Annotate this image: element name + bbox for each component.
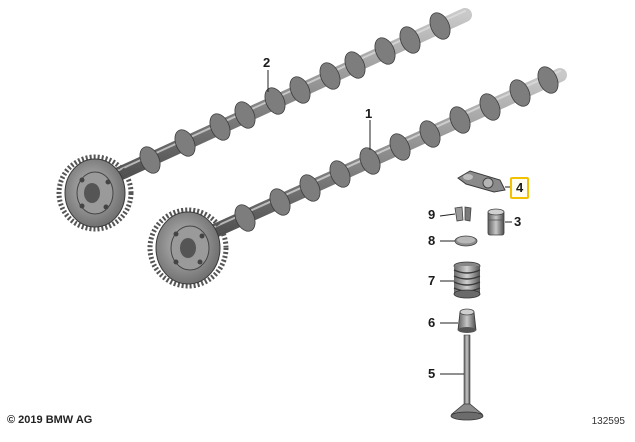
callout-label-3[interactable]: 3	[514, 214, 522, 229]
callout-label-1[interactable]: 1	[365, 106, 373, 121]
callout-label-2[interactable]: 2	[263, 55, 271, 70]
callout-label-8[interactable]: 8	[428, 233, 436, 248]
rocker-arm-part-4	[457, 170, 506, 193]
hydraulic-lifter-part-3	[487, 208, 505, 236]
spring-washer-part-8	[454, 235, 478, 247]
callout-label-9[interactable]: 9	[428, 207, 436, 222]
diagram-number: 132595	[591, 416, 625, 427]
copyright-text: © 2019 BMW AG	[7, 414, 93, 426]
leader-lines	[267, 70, 512, 375]
valve-part-5	[450, 334, 484, 421]
callout-label-5[interactable]: 5	[428, 366, 436, 381]
valve-keepers-part-9	[454, 206, 472, 222]
callout-label-6[interactable]: 6	[428, 315, 436, 330]
camshaft-2	[56, 8, 472, 232]
callout-label-4-highlighted[interactable]: 4	[510, 177, 530, 199]
callout-label-7[interactable]: 7	[428, 273, 436, 288]
camshaft-1	[147, 66, 567, 289]
valve-stem-seal-part-6	[457, 308, 477, 333]
valve-spring-part-7	[453, 261, 481, 299]
